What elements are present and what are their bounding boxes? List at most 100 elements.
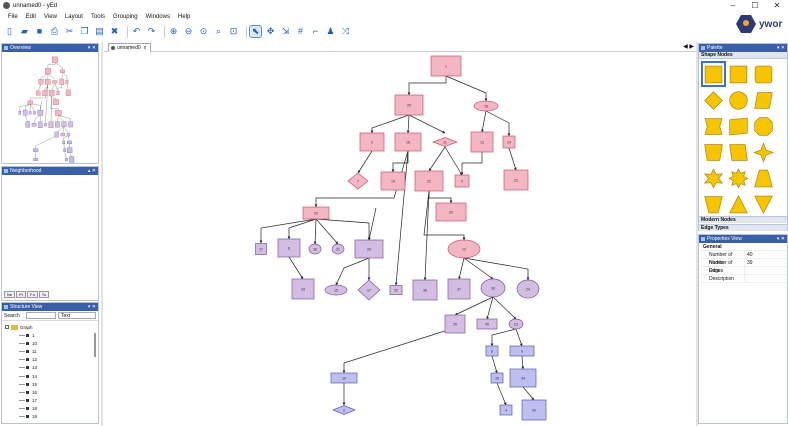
tab-neighborhood[interactable]: Ne	[4, 291, 16, 298]
graph-node-shape[interactable]	[354, 239, 384, 259]
graph-edge[interactable]	[444, 146, 463, 176]
palette-section-edge-types[interactable]: Edge Types	[699, 224, 787, 231]
graph-node-shape[interactable]	[480, 278, 506, 298]
graph-node-shape[interactable]	[432, 137, 458, 147]
graph-node-shape[interactable]	[302, 206, 330, 220]
graph-node-shape[interactable]	[499, 404, 513, 416]
graph-node[interactable]: 34	[509, 368, 537, 388]
property-value[interactable]: 40	[744, 251, 787, 258]
graph-node-shape[interactable]	[476, 318, 498, 330]
graph-edge[interactable]	[287, 218, 317, 240]
cut-icon[interactable]: ✂	[65, 26, 74, 36]
graph-node-shape[interactable]	[414, 170, 444, 192]
tree-root[interactable]: Graph	[5, 323, 98, 331]
graph-node-shape[interactable]	[255, 243, 267, 255]
tab-scroll-arrows-icon[interactable]: ◀ ▶	[683, 44, 694, 50]
graph-node[interactable]: 1	[430, 55, 462, 77]
menu-file[interactable]: File	[8, 13, 18, 20]
search-filter-select[interactable]: Text	[58, 312, 96, 319]
property-row[interactable]: Number of Edges 39	[699, 259, 787, 274]
graph-node-shape[interactable]	[444, 314, 466, 334]
graph-node-shape[interactable]	[331, 243, 345, 255]
tree-item[interactable]: 14	[5, 372, 98, 380]
snapping-icon[interactable]: ⇲	[281, 26, 290, 36]
graph-edge[interactable]	[428, 191, 453, 204]
close-window-button[interactable]: ✕	[773, 1, 781, 10]
property-value[interactable]	[744, 267, 787, 274]
panel-close-icon[interactable]: ▴ ✕	[87, 168, 96, 174]
delete-icon[interactable]: ✖	[110, 26, 119, 36]
ellipse-shape-icon[interactable]	[726, 87, 751, 113]
property-row[interactable]: Data	[699, 267, 787, 275]
octagon-shape-icon[interactable]	[751, 113, 776, 139]
graph-node-shape[interactable]	[490, 372, 504, 384]
panel-close-icon[interactable]: ▾ ✕	[776, 45, 785, 51]
graph-node[interactable]: 16	[473, 100, 499, 112]
graph-edge[interactable]	[368, 207, 377, 241]
wave-shape-icon[interactable]	[726, 113, 751, 139]
star8-shape-icon[interactable]	[726, 165, 751, 191]
graph-node[interactable]: 9	[509, 345, 535, 357]
graph-node[interactable]: 33	[291, 278, 315, 300]
graph-edge[interactable]	[423, 190, 430, 281]
graph-node[interactable]: 36	[412, 279, 438, 301]
graph-node-shape[interactable]	[394, 94, 424, 116]
menu-windows[interactable]: Windows	[145, 13, 170, 20]
graph-node[interactable]: 26	[444, 314, 466, 334]
graph-node[interactable]: 29	[302, 206, 330, 220]
graph-edge[interactable]	[428, 146, 446, 172]
rectangle-shape-icon[interactable]	[726, 61, 751, 87]
graph-edge[interactable]	[508, 147, 517, 171]
graph-node-shape[interactable]	[412, 279, 438, 301]
graph-node[interactable]: 11	[432, 137, 458, 147]
graph-node[interactable]: 38	[308, 243, 322, 255]
graph-node[interactable]: 31	[331, 243, 345, 255]
new-file-icon[interactable]: ▯	[7, 26, 12, 36]
graph-edge[interactable]	[342, 328, 452, 374]
graph-node[interactable]: 30	[521, 399, 547, 421]
trapezoid-shape-icon[interactable]	[701, 139, 726, 165]
panel-close-icon[interactable]: ▾ ✕	[87, 304, 96, 310]
graph-node[interactable]: 35	[490, 372, 504, 384]
tree-item[interactable]: 10	[5, 339, 98, 347]
graph-edge[interactable]	[370, 114, 410, 134]
navigate-icon[interactable]: ✥	[266, 26, 275, 36]
search-input[interactable]	[26, 312, 56, 319]
graph-node-shape[interactable]	[394, 132, 422, 152]
graph-node-shape[interactable]	[435, 202, 467, 222]
graph-edge[interactable]	[423, 190, 466, 241]
graph-node[interactable]: 10	[330, 372, 358, 384]
graph-edge[interactable]	[408, 114, 446, 134]
graph-node-shape[interactable]	[503, 169, 529, 191]
graph-node[interactable]: 13	[470, 131, 494, 153]
graph-edge[interactable]	[394, 150, 409, 286]
print-icon[interactable]: ⎙	[50, 26, 59, 36]
graph-node[interactable]: 3	[359, 132, 385, 152]
graph-edge[interactable]	[288, 256, 304, 280]
graph-node-shape[interactable]	[347, 172, 369, 190]
open-folder-icon[interactable]: ▰	[21, 26, 28, 36]
menu-help[interactable]: Help	[177, 13, 191, 20]
grid-icon[interactable]: #	[297, 26, 303, 36]
graph-node[interactable]: 5	[454, 174, 470, 188]
trapezoid-down-shape-icon[interactable]	[701, 191, 726, 217]
properties-section-general[interactable]: General	[699, 243, 787, 251]
graph-edge[interactable]	[492, 296, 517, 320]
tab-predecessors[interactable]: Pr	[16, 291, 27, 298]
palette-section-shape-nodes[interactable]: Shape Nodes	[699, 52, 787, 59]
graph-edge[interactable]	[481, 110, 487, 133]
graph-node-shape[interactable]	[389, 285, 403, 295]
graph-node-shape[interactable]	[291, 278, 315, 300]
tree-item[interactable]: 19	[5, 413, 98, 421]
star4-shape-icon[interactable]	[751, 139, 776, 165]
graph-edge[interactable]	[463, 257, 530, 281]
copy-icon[interactable]: ❐	[80, 26, 89, 36]
zoom-in-icon[interactable]: ⊕	[169, 26, 178, 36]
redo-icon[interactable]: ↷	[147, 26, 156, 36]
graph-node[interactable]: 4	[499, 404, 513, 416]
panel-close-icon[interactable]: ▾ ✕	[87, 45, 96, 51]
graph-node[interactable]: 20	[435, 202, 467, 222]
zoom-area-icon[interactable]: ⌕	[215, 26, 222, 36]
tree-item[interactable]: 18	[5, 405, 98, 413]
graph-node-shape[interactable]	[447, 239, 481, 259]
